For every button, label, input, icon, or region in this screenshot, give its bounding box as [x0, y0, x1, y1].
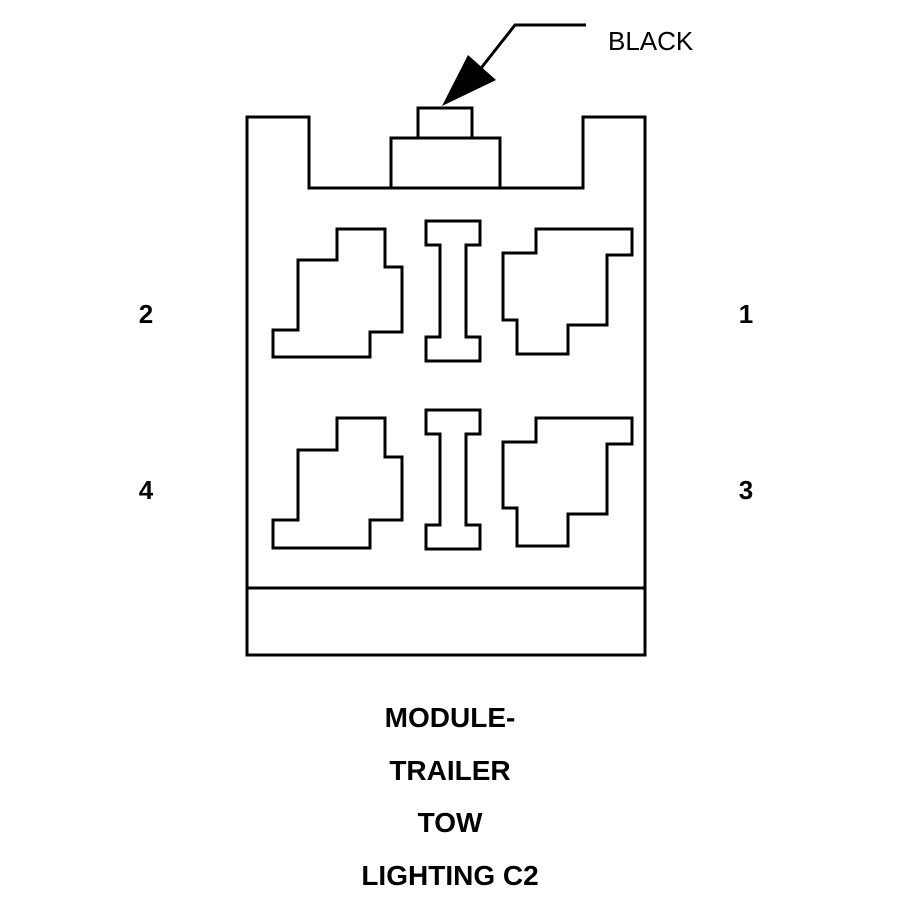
locking-tab-base — [389, 136, 502, 188]
pin-cavity-1 — [501, 227, 634, 356]
title-line-1: MODULE- — [385, 702, 516, 733]
pin-number-1: 1 — [739, 299, 753, 329]
title-line-4: LIGHTING C2 — [361, 860, 538, 891]
pin-cavity-2 — [271, 227, 404, 359]
color-leader-line — [476, 23, 586, 73]
pin-number-4: 4 — [139, 475, 154, 505]
pin-separator-bottom — [424, 408, 482, 551]
color-label: BLACK — [608, 26, 694, 56]
title-line-2: TRAILER — [389, 755, 510, 786]
pin-number-3: 3 — [739, 475, 753, 505]
locking-tab-top — [416, 106, 474, 138]
connector-housing — [245, 115, 647, 657]
pin-number-2: 2 — [139, 299, 153, 329]
pin-cavity-4 — [271, 416, 404, 550]
color-arrowhead — [442, 55, 496, 106]
pin-cavity-3 — [501, 416, 634, 548]
title-line-3: TOW — [418, 807, 483, 838]
pin-separator-top — [424, 219, 482, 363]
